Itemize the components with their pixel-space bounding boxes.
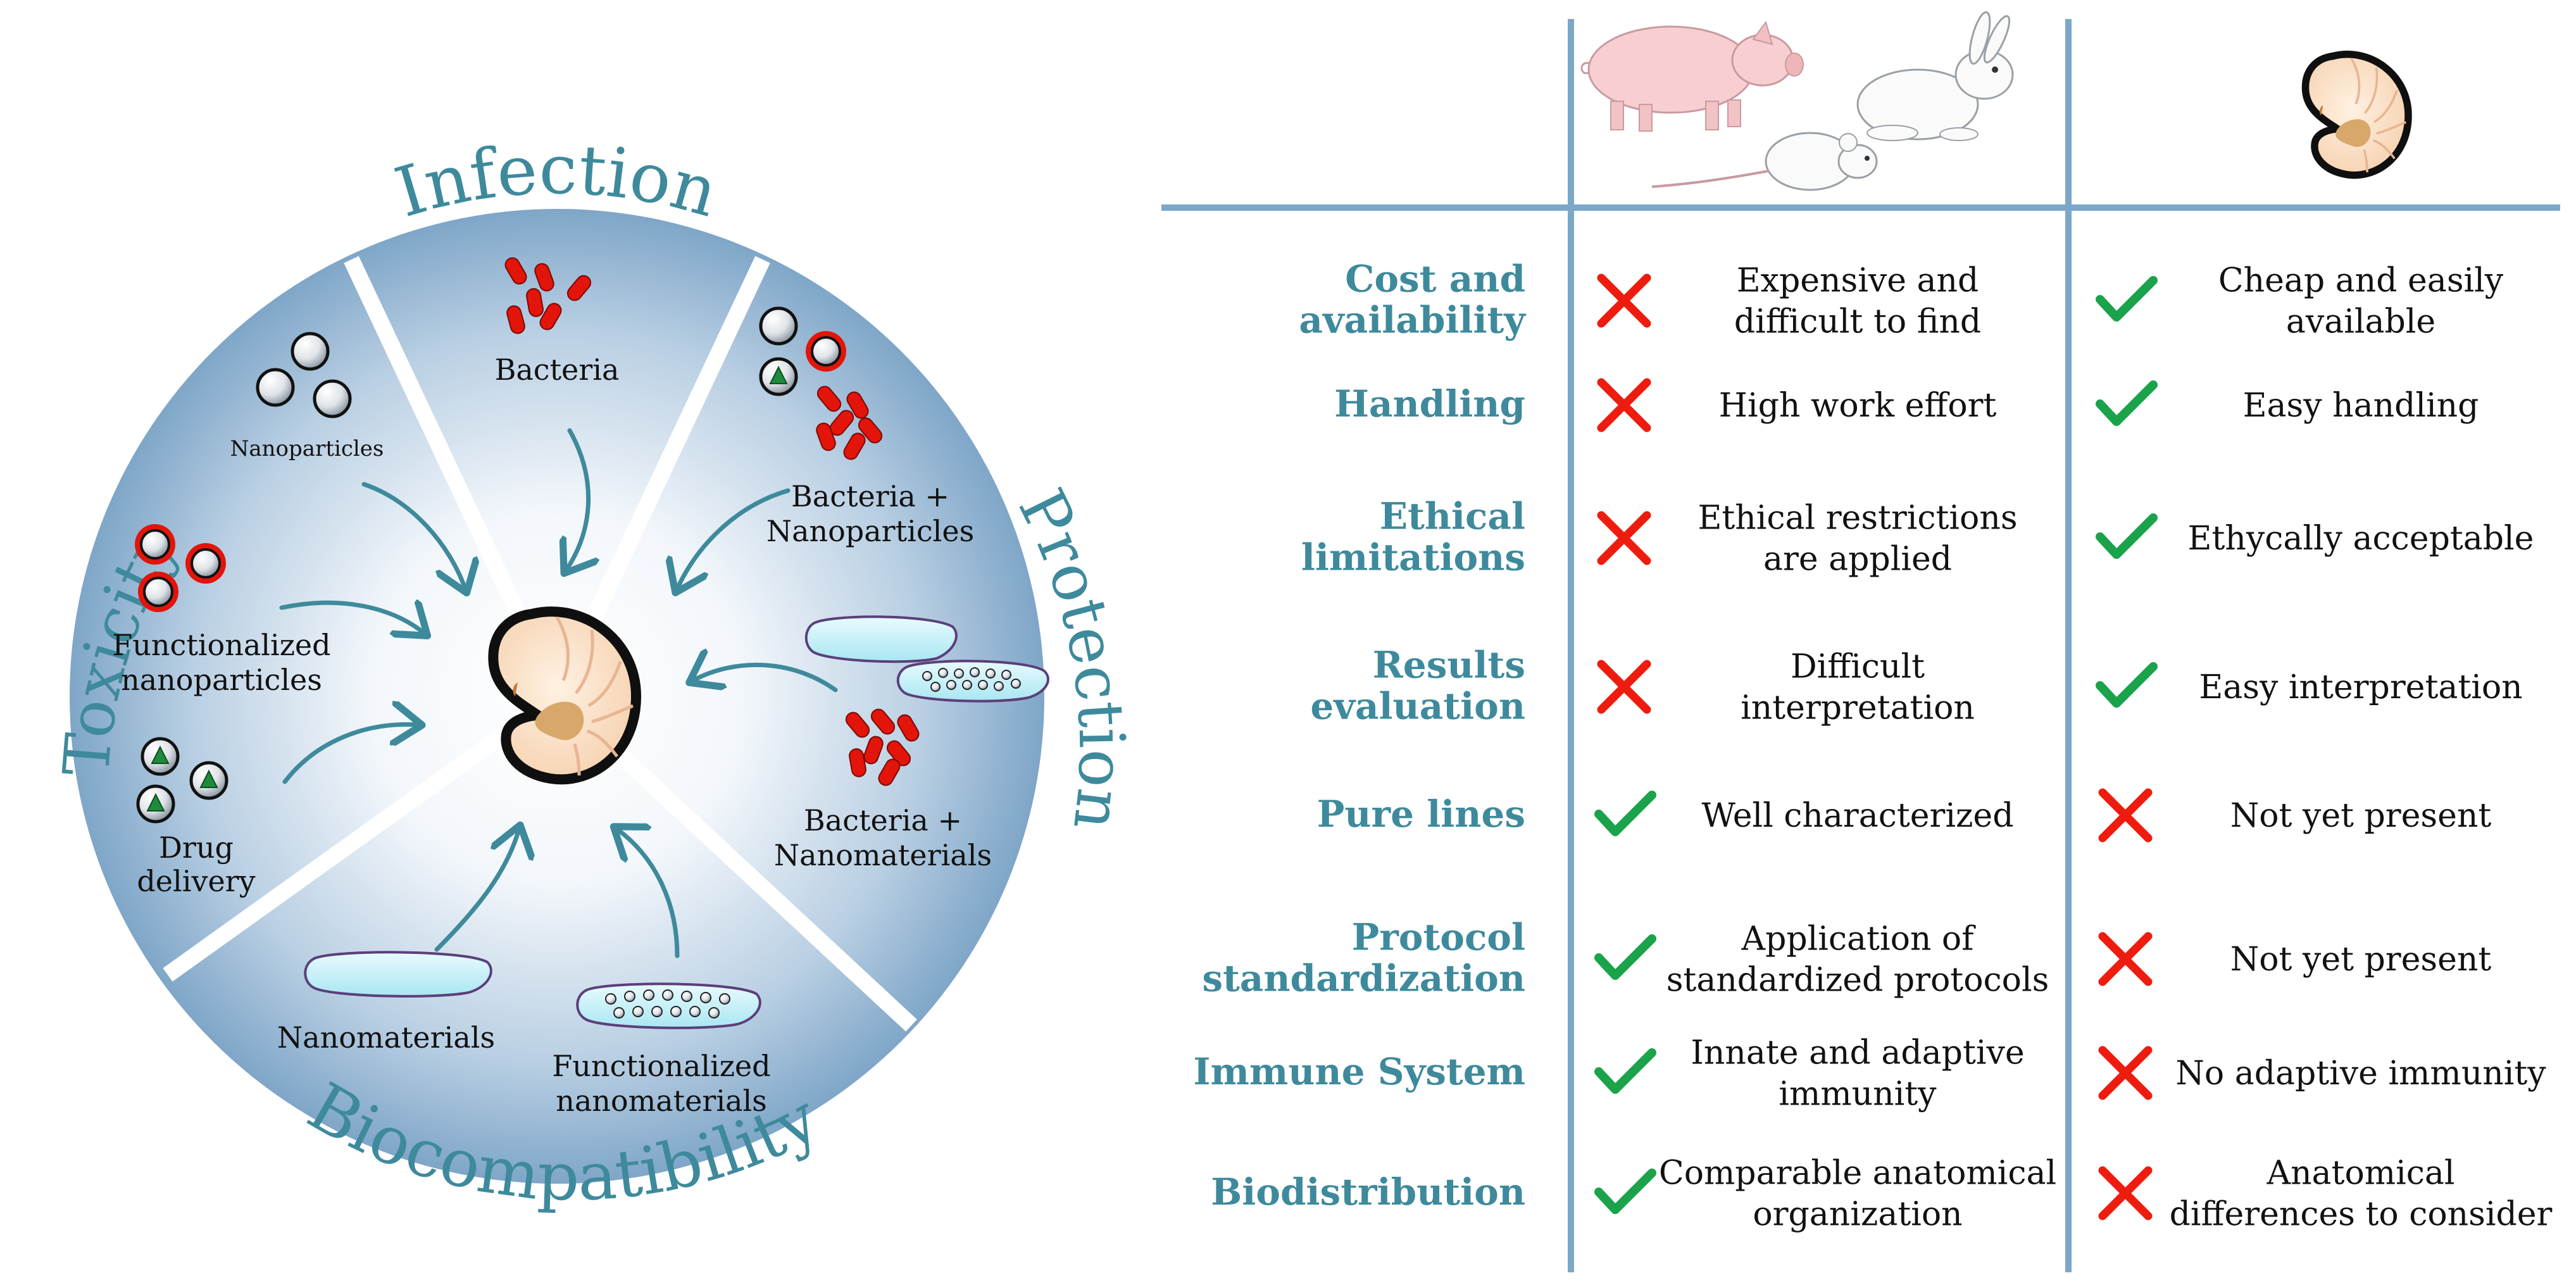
table-grid [1161,19,2560,1272]
larva-cell-check-icon [2100,667,2153,703]
row-title-line2: evaluation [1310,685,1525,728]
mammal-cell-text-line1: Expensive and [1737,262,1979,300]
mammal-cell-check-icon [1599,795,1652,832]
larva-cell-cross-icon [2103,1050,2148,1096]
larva-cell-cross-icon [2103,793,2148,838]
label-bacteria-nanomaterials-line1: Bacteria + [804,803,962,837]
pig-icon [1580,20,1804,132]
larva-cell-text-line1: Not yet present [2230,941,2492,979]
label-drug-delivery-line1: Drug [159,831,234,865]
mammal-cell-text-line2: standardized protocols [1666,962,2049,1000]
mammal-cell-cross-icon [1601,382,1647,428]
mammal-cell-text-line1: Innate and adaptive [1691,1034,2024,1072]
center-larva-icon [493,611,636,779]
row-title-line2: availability [1299,299,1527,342]
mammal-cell-text-line2: interpretation [1741,689,1975,727]
larva-cell-text-line1: Anatomical [2267,1155,2455,1193]
row-title-line1: Protocol [1352,916,1525,959]
mouse-icon [1651,132,1878,191]
label-nanomaterials: Nanomaterials [277,1020,495,1055]
mammal-cell-check-icon [1599,939,1652,975]
mammal-cell-cross-icon [1601,515,1647,561]
wheel-diagram: Infection Biocompatibility Toxicity Prot… [49,130,1139,1216]
mammal-cell-cross-icon [1601,664,1647,710]
label-functionalized-nanoparticles-line2: nanoparticles [121,663,322,697]
mammal-cell-text-line2: are applied [1763,541,1952,579]
row-title-line1: Handling [1334,382,1525,425]
row-title-line1: Pure lines [1317,793,1525,836]
row-title-line2: limitations [1301,536,1525,579]
larva-cell-text-line1: Not yet present [2230,797,2492,835]
row-title-line1: Cost and [1345,258,1525,301]
header-larva-icon [2306,54,2408,175]
row-title-line1: Results [1373,644,1525,687]
larva-cell-text-line1: Cheap and easily [2218,262,2504,300]
mammal-cell-text-line2: difficult to find [1734,303,1981,341]
label-drug-delivery-line2: delivery [137,864,255,898]
mammal-cell-text-line1: Application of [1741,920,1977,958]
table-row: Pure lines Well characterized Not yet pres… [1317,793,2492,838]
nanomaterials-sheet [304,951,492,998]
mammal-cell-check-icon [1599,1173,1652,1210]
row-title-line1: Immune System [1193,1050,1525,1093]
functionalized-nanomaterials-sheet [576,982,761,1029]
mammal-cell-text-line1: Well characterized [1702,797,2014,835]
mammal-cell-text-line1: High work effort [1719,387,1997,425]
label-functionalized-nanomaterials-line2: nanomaterials [556,1084,767,1118]
bacteria-nanomaterials-cluster [804,615,1049,789]
label-bacteria-nanomaterials-line2: Nanomaterials [774,838,992,872]
mammal-cell-text-line2: organization [1753,1196,1962,1234]
larva-cell-text-line1: Easy interpretation [2199,668,2522,706]
mammal-cell-text-line1: Ethical restrictions [1698,499,2017,537]
table-row: Handling High work effort Easy handling [1334,382,2479,428]
mammal-cell-text-line2: immunity [1779,1075,1937,1113]
larva-cell-check-icon [2100,518,2153,555]
label-functionalized-nanoparticles-line1: Functionalized [112,628,330,662]
mammal-cell-text-line1: Comparable anatomical [1659,1155,2056,1193]
arrows [279,428,838,958]
mammal-cell-cross-icon [1601,278,1647,323]
larva-cell-text-line1: No adaptive immunity [2175,1055,2546,1093]
table-row: Biodistribution Comparable anatomicalorga… [1211,1155,2552,1234]
label-bacteria-nanoparticles-line2: Nanoparticles [766,514,974,548]
mammal-cell-text-line1: Difficult [1791,648,1925,686]
larva-cell-cross-icon [2103,1170,2148,1216]
larva-cell-check-icon [2100,280,2153,317]
row-title-line2: standardization [1202,957,1525,1000]
larva-cell-cross-icon [2103,936,2148,982]
larva-cell-text-line1: Ethycally acceptable [2188,520,2534,558]
larva-cell-text-line2: available [2286,303,2435,341]
label-nanoparticles: Nanoparticles [230,436,384,461]
rabbit-icon [1856,11,2014,141]
table-row: Immune System Innate and adaptiveimmunity… [1193,1034,2546,1113]
label-bacteria: Bacteria [495,353,620,387]
row-title-line1: Ethical [1380,495,1525,538]
larva-cell-text-line1: Easy handling [2243,387,2479,425]
row-title-line1: Biodistribution [1211,1170,1525,1213]
mammal-cell-check-icon [1599,1053,1652,1089]
header-mammals-icon [1580,11,2014,191]
label-functionalized-nanomaterials-line1: Functionalized [552,1049,770,1083]
larva-cell-text-line2: differences to consider [2170,1196,2553,1234]
label-bacteria-nanoparticles-line1: Bacteria + [791,479,949,513]
larva-cell-check-icon [2100,385,2153,422]
